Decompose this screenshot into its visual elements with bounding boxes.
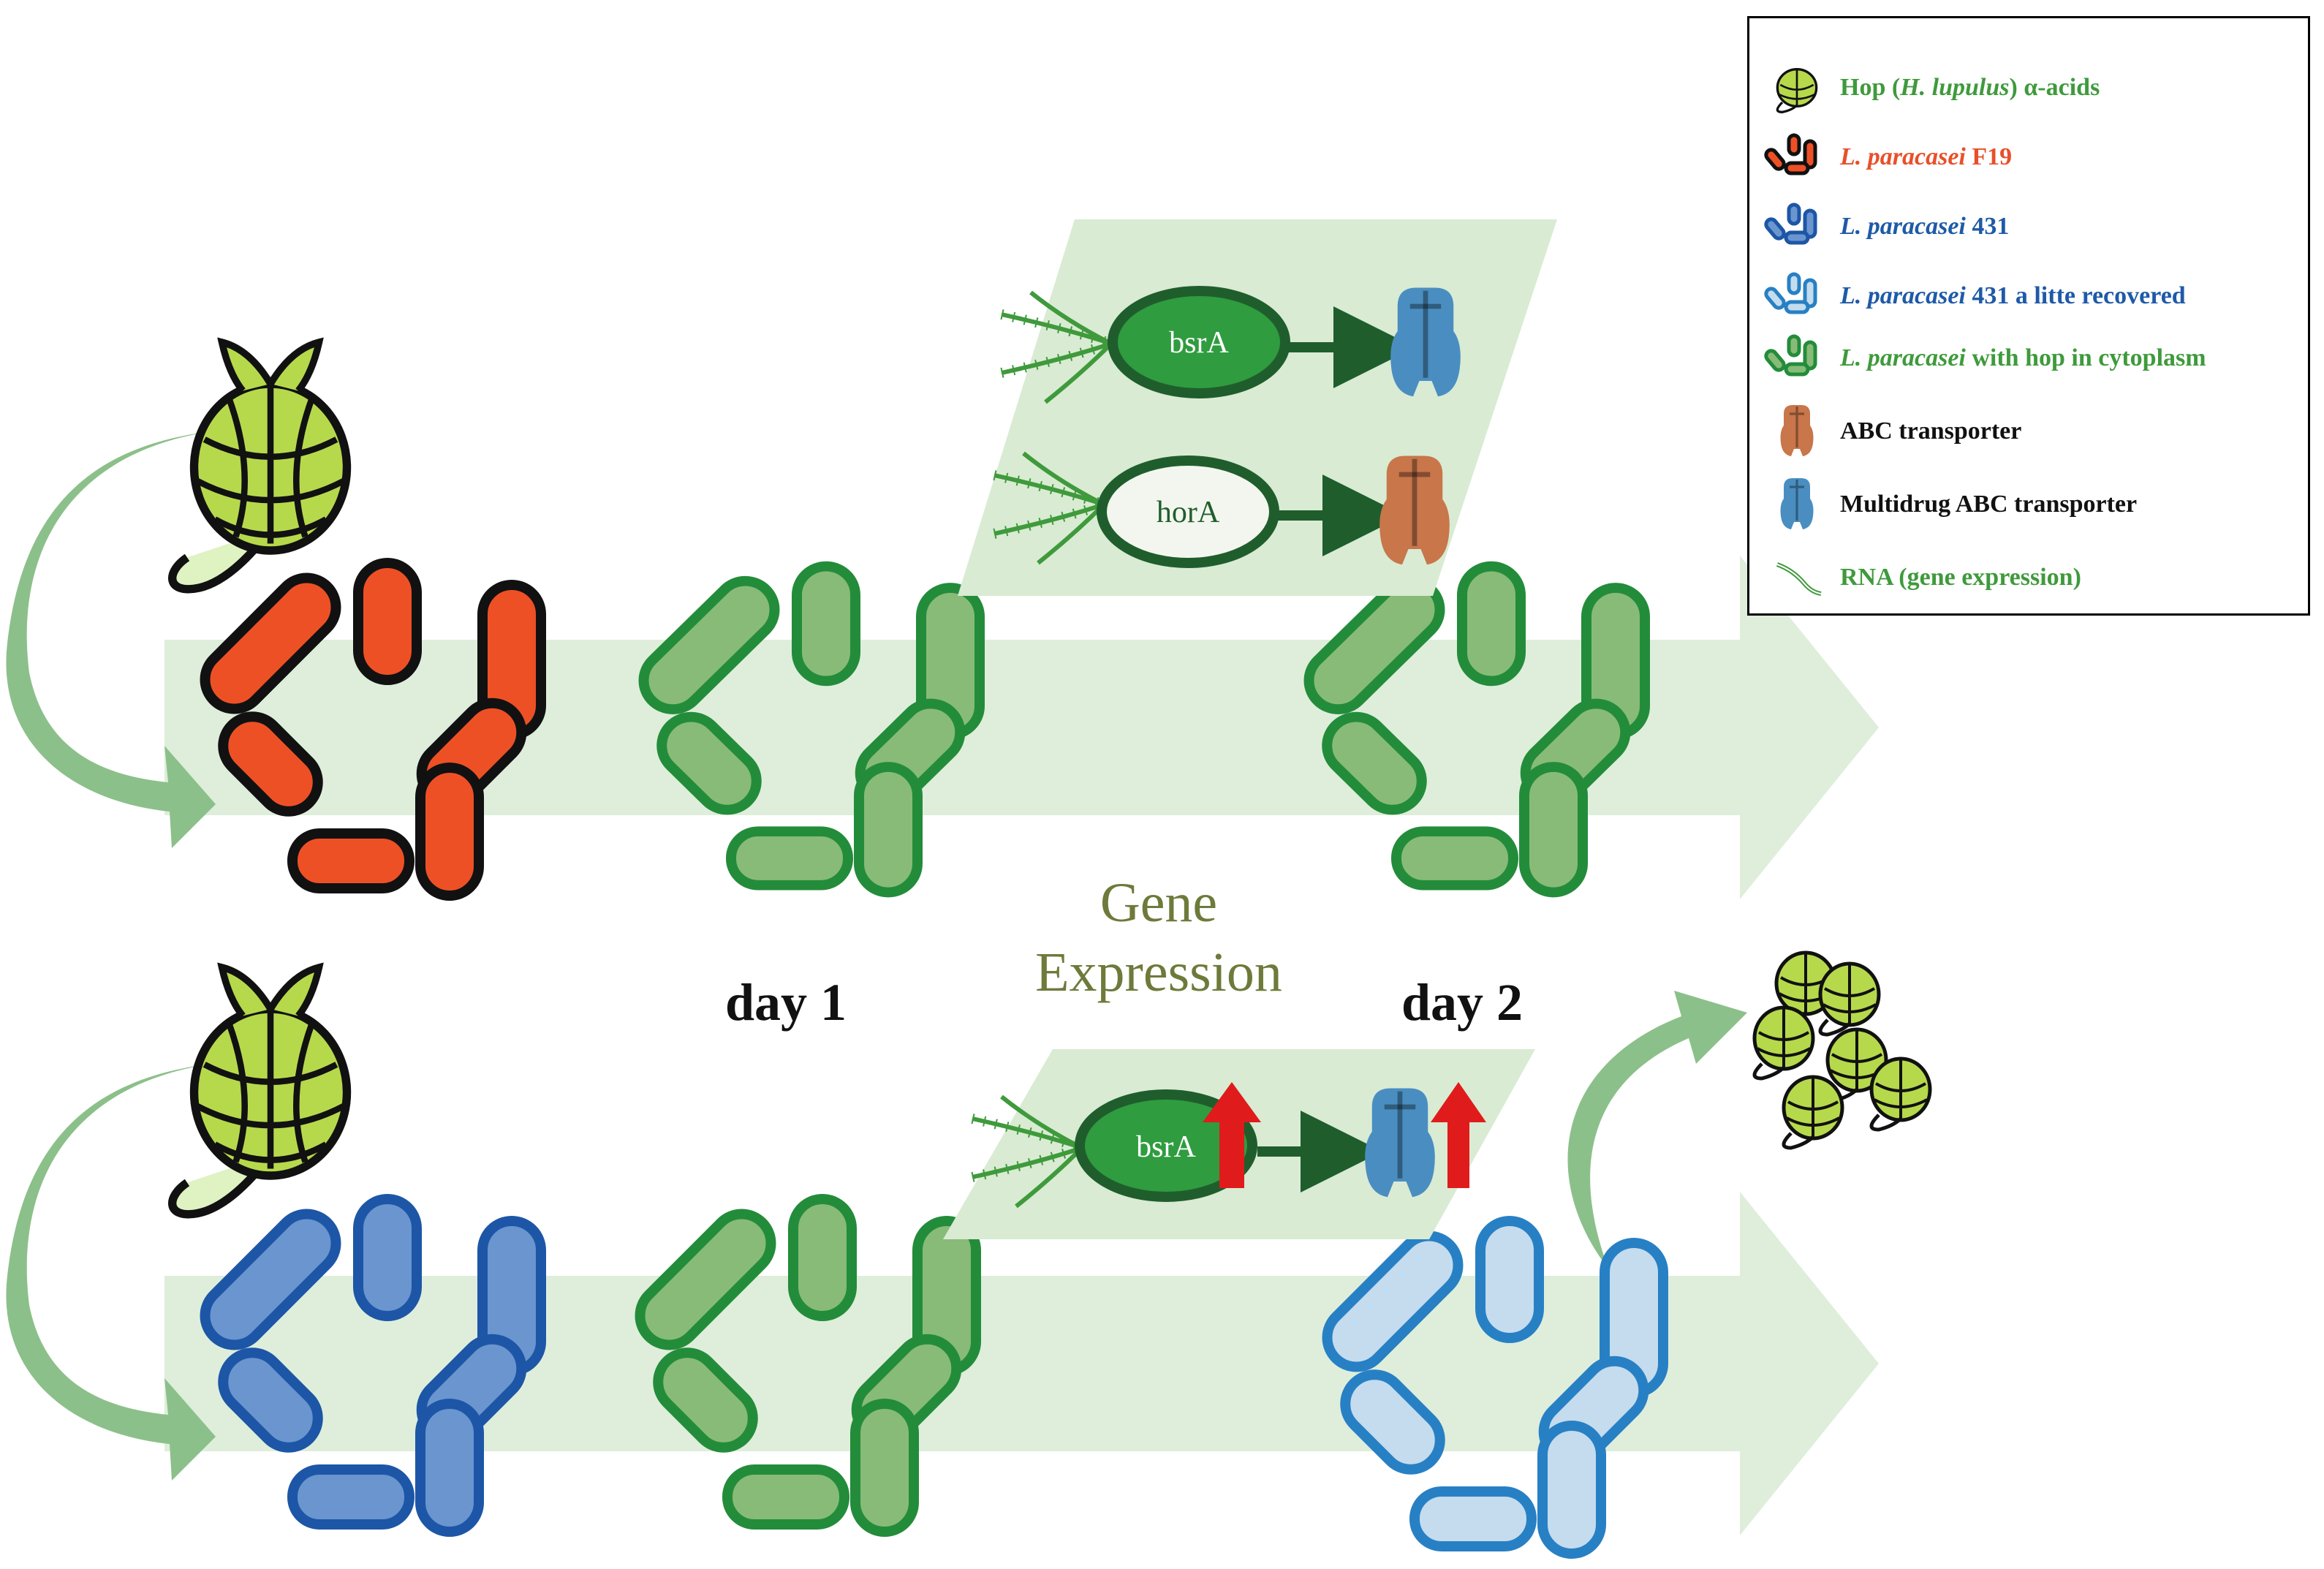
rna-legend-icon [1776, 562, 1822, 596]
multidrug-transporter-icon-top [1390, 288, 1461, 397]
legend-item-multidrug-transporter: Multidrug ABC transporter [1764, 475, 2305, 534]
gene-expression-line1: Gene [1100, 872, 1217, 934]
bacteria-431-recovered-icon [1764, 272, 1817, 314]
bacteria-f19-icon [1764, 133, 1817, 175]
legend-label-rna: RNA (gene expression) [1840, 564, 2081, 591]
legend-label-hop: Hop (H. lupulus) α-acids [1840, 74, 2100, 101]
gene-bsra-top-label: bsrA [1169, 326, 1229, 360]
legend-item-rna: RNA (gene expression) [1764, 548, 2305, 607]
gene-bsra-top [1108, 286, 1290, 398]
hop-exit-arrow [1567, 991, 1747, 1269]
transporter-upregulation-arrow [1431, 1082, 1486, 1188]
legend-item-431: L. paracasei 431 [1764, 197, 2305, 256]
day2-label: day 2 [1401, 973, 1523, 1032]
gene-hora [1097, 455, 1279, 568]
hop-entry-arrow-bottom [6, 1064, 216, 1481]
legend-item-f19: L. paracasei F19 [1764, 128, 2305, 186]
legend-label-f19: L. paracasei F19 [1840, 143, 2013, 170]
abc-transporter-legend-icon [1780, 405, 1814, 456]
abc-transporter-icon [1379, 456, 1450, 565]
legend-label-hop-cytoplasm: L. paracasei with hop in cytoplasm [1840, 344, 2206, 371]
bsra-upregulation-arrow [1203, 1082, 1261, 1188]
legend-label-multidrug-transporter: Multidrug ABC transporter [1840, 491, 2138, 518]
hop-icon-top [173, 342, 347, 589]
multidrug-transporter-legend-icon [1780, 478, 1814, 529]
flow-arrow-top [164, 556, 1879, 899]
legend-item-431-recovered: L. paracasei 431 a litte recovered [1764, 267, 2305, 325]
legend-label-abc-transporter: ABC transporter [1840, 417, 2022, 445]
hop-icon-bottom [173, 967, 347, 1214]
legend-box: Hop (H. lupulus) α-acids L. paracasei F1… [1747, 16, 2310, 616]
legend-item-hop: Hop (H. lupulus) α-acids [1764, 58, 2305, 117]
multidrug-transporter-icon-bottom [1365, 1089, 1435, 1198]
gene-hora-label: horA [1157, 496, 1220, 529]
gene-expression-line2: Expression [1035, 942, 1282, 1003]
bacteria-431-icon [1764, 203, 1817, 245]
hop-cluster-released [1755, 953, 1930, 1148]
legend-item-hop-cytoplasm: L. paracasei with hop in cytoplasm [1764, 329, 2305, 387]
legend-label-431: L. paracasei 431 [1840, 213, 2010, 240]
bacteria-hop-cytoplasm-icon [1764, 334, 1817, 377]
hop-icon [1776, 68, 1818, 114]
legend-label-431-recovered: L. paracasei 431 a litte recovered [1840, 282, 2186, 309]
hop-entry-arrow-top [6, 431, 216, 848]
legend-item-abc-transporter: ABC transporter [1764, 402, 2305, 461]
gene-bsra-bottom-label: bsrA [1136, 1130, 1196, 1164]
day1-label: day 1 [725, 973, 847, 1032]
